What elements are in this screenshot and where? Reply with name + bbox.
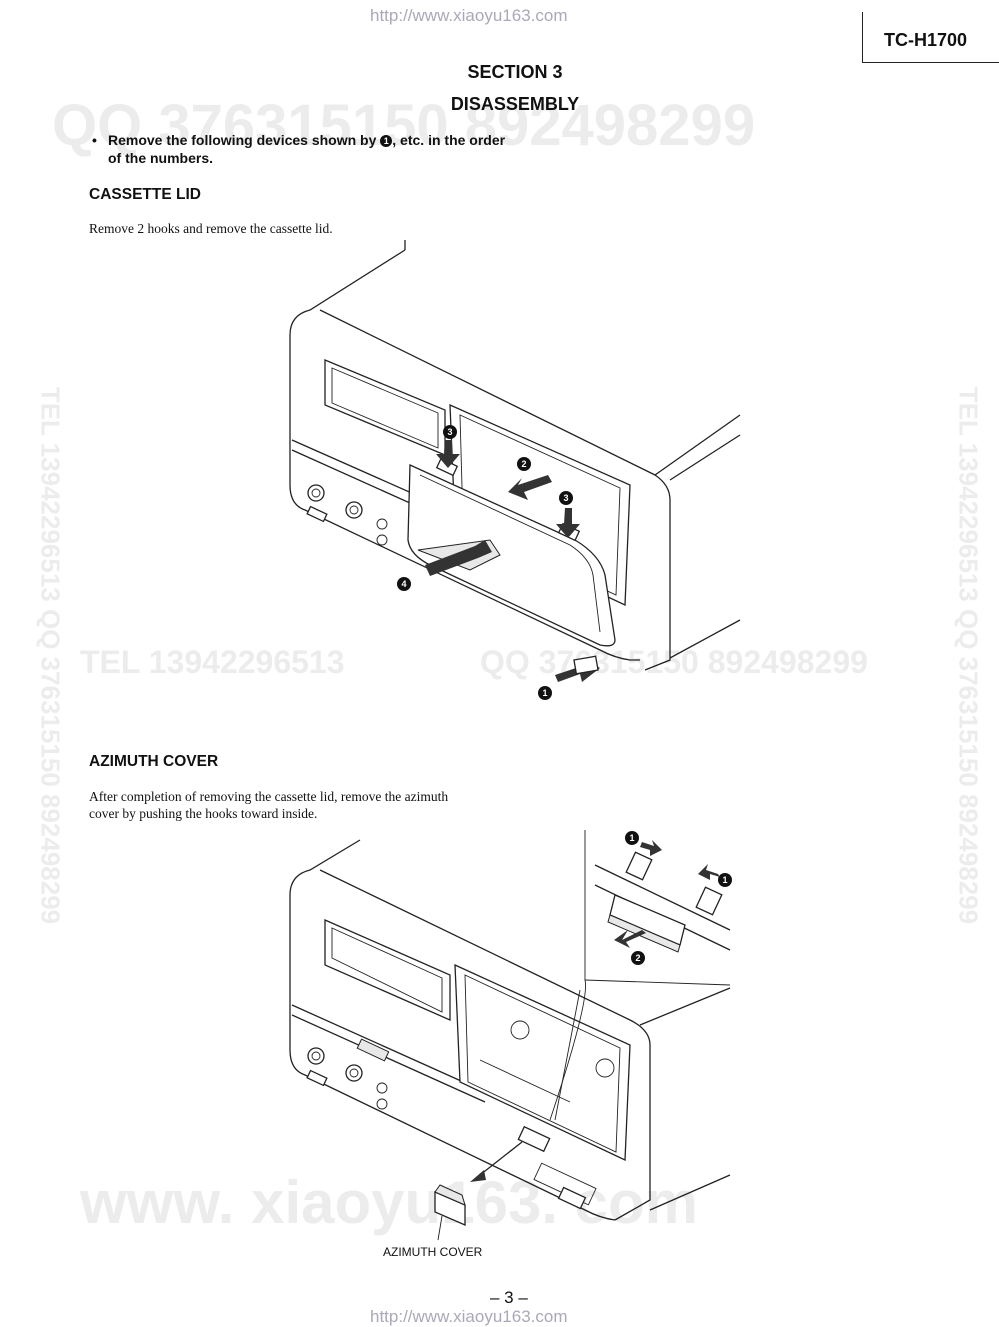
watermark-www: www. xiaoyu163. com bbox=[80, 1169, 699, 1236]
svg-text:3: 3 bbox=[563, 493, 568, 503]
step-marker-icon: 1 bbox=[625, 831, 639, 845]
svg-text:2: 2 bbox=[635, 953, 640, 963]
pull-arrow-2 bbox=[614, 930, 646, 948]
intro-text-after: , etc. in the order of the numbers. bbox=[108, 132, 506, 166]
step-marker-icon: 1 bbox=[538, 686, 552, 700]
push-arrow-3a bbox=[436, 440, 460, 468]
model-box bbox=[862, 12, 999, 63]
model-number: TC-H1700 bbox=[884, 30, 968, 50]
push-arrow-1a bbox=[640, 840, 662, 856]
svg-text:1: 1 bbox=[542, 688, 547, 698]
removal-arrow-head bbox=[470, 1170, 486, 1182]
section-title: DISASSEMBLY bbox=[450, 94, 580, 114]
source-url-top[interactable]: http://www.xiaoyu163.com bbox=[370, 6, 568, 25]
section-number: SECTION 3 bbox=[467, 62, 563, 82]
cassette-lid bbox=[407, 464, 616, 647]
cassette-lid-heading: CASSETTE LID bbox=[89, 186, 201, 203]
azimuth-cover-heading: AZIMUTH COVER bbox=[89, 753, 219, 770]
display-window bbox=[324, 919, 451, 1021]
knob-2 bbox=[345, 1064, 363, 1082]
cassette-lid-illustration: 3 2 3 4 1 bbox=[289, 240, 741, 700]
step-marker-icon: 3 bbox=[443, 425, 457, 439]
hook-left bbox=[625, 851, 653, 881]
step-marker-icon: 2 bbox=[517, 457, 531, 471]
svg-text:1: 1 bbox=[722, 875, 727, 885]
step-marker-icon: 1 bbox=[380, 135, 393, 148]
button bbox=[306, 505, 328, 523]
push-arrow-3b bbox=[556, 508, 580, 538]
bullet-dot: • bbox=[92, 132, 97, 148]
step-marker-icon: 1 bbox=[718, 873, 732, 887]
push-arrow-1b bbox=[698, 864, 720, 880]
button bbox=[306, 1069, 328, 1087]
source-url-bottom[interactable]: http://www.xiaoyu163.com bbox=[370, 1307, 568, 1326]
knob-1 bbox=[307, 484, 325, 502]
watermark-tel: TEL 13942296513 bbox=[80, 644, 345, 680]
pull-arrow-2 bbox=[508, 475, 552, 500]
azimuth-cover-illustration: 1 1 2 bbox=[289, 830, 732, 1241]
cassette-lid-instruction: Remove 2 hooks and remove the cassette l… bbox=[89, 221, 333, 236]
watermark-qq-mid: QQ 376315150 892498299 bbox=[480, 644, 868, 680]
callout-line bbox=[549, 830, 586, 1121]
lift-arrow-4 bbox=[425, 540, 492, 576]
azimuth-cover-instruction-1: After completion of removing the cassett… bbox=[89, 789, 449, 804]
knob-2 bbox=[345, 501, 363, 519]
release-tab bbox=[573, 655, 599, 675]
cassette-compartment bbox=[454, 963, 631, 1162]
svg-text:1: 1 bbox=[629, 833, 634, 843]
removal-arrow-line bbox=[479, 1141, 523, 1176]
watermark-side-left: TEL 13942296513 QQ 376315150 892498299 bbox=[35, 386, 66, 925]
azimuth-cover-instruction-2: cover by pushing the hooks toward inside… bbox=[89, 806, 318, 821]
hook-right bbox=[695, 886, 723, 916]
step-marker-icon: 3 bbox=[559, 491, 573, 505]
watermark-side-right: TEL 13942296513 QQ 376315150 892498299 bbox=[953, 386, 984, 925]
svg-text:3: 3 bbox=[447, 427, 452, 437]
step-marker-icon: 4 bbox=[397, 577, 411, 591]
svg-text:2: 2 bbox=[521, 459, 526, 469]
step-marker-icon: 2 bbox=[631, 951, 645, 965]
watermark-qq: QQ 376315150 892498299 bbox=[52, 93, 756, 158]
part-leader-line bbox=[437, 1215, 443, 1241]
page-number: – 3 – bbox=[490, 1288, 528, 1307]
knob-1 bbox=[307, 1047, 325, 1065]
azimuth-cover-label: AZIMUTH COVER bbox=[383, 1245, 483, 1259]
intro-text-before: Remove the following devices shown by bbox=[108, 132, 377, 148]
deck-top-edge bbox=[289, 249, 406, 336]
intro-bullet: • Remove the following devices shown by … bbox=[92, 131, 512, 167]
azimuth-cover-installed bbox=[517, 1125, 551, 1153]
svg-text:4: 4 bbox=[401, 579, 406, 589]
